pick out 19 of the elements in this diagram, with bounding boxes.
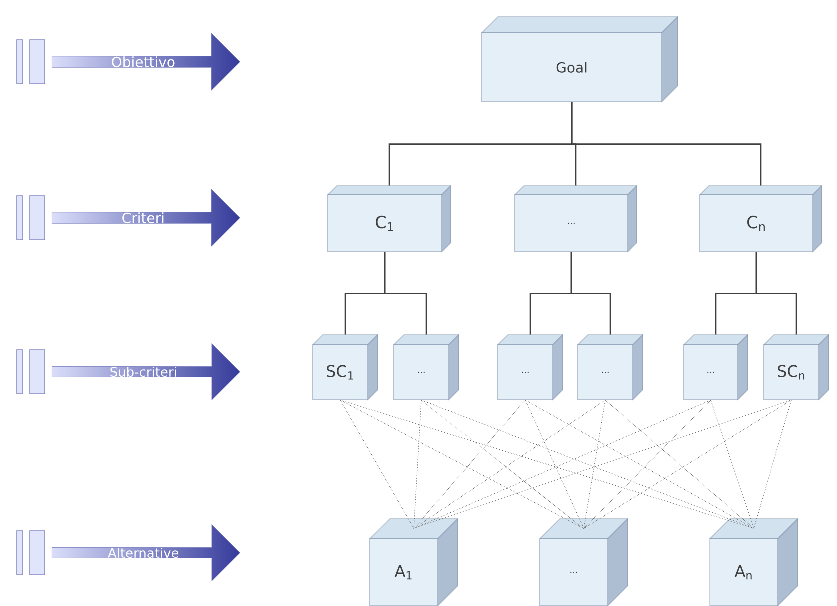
connector-line	[754, 400, 792, 529]
connector-line	[421, 400, 584, 529]
connector-line	[340, 400, 754, 529]
connector-line	[525, 400, 584, 529]
connector-line	[414, 400, 422, 529]
connector-line	[571, 102, 762, 186]
connector-line	[584, 400, 606, 529]
connector-line	[584, 400, 712, 529]
connector-line	[710, 400, 754, 529]
connector-line	[605, 400, 754, 529]
connector-line	[384, 252, 428, 335]
connector-line	[756, 252, 798, 335]
connector-line	[584, 400, 792, 529]
connector-line	[340, 400, 584, 529]
connector-line	[525, 400, 754, 529]
connector-line	[340, 400, 414, 529]
connector-line	[570, 252, 612, 335]
connector-line	[414, 400, 606, 529]
connector-line	[414, 400, 526, 529]
